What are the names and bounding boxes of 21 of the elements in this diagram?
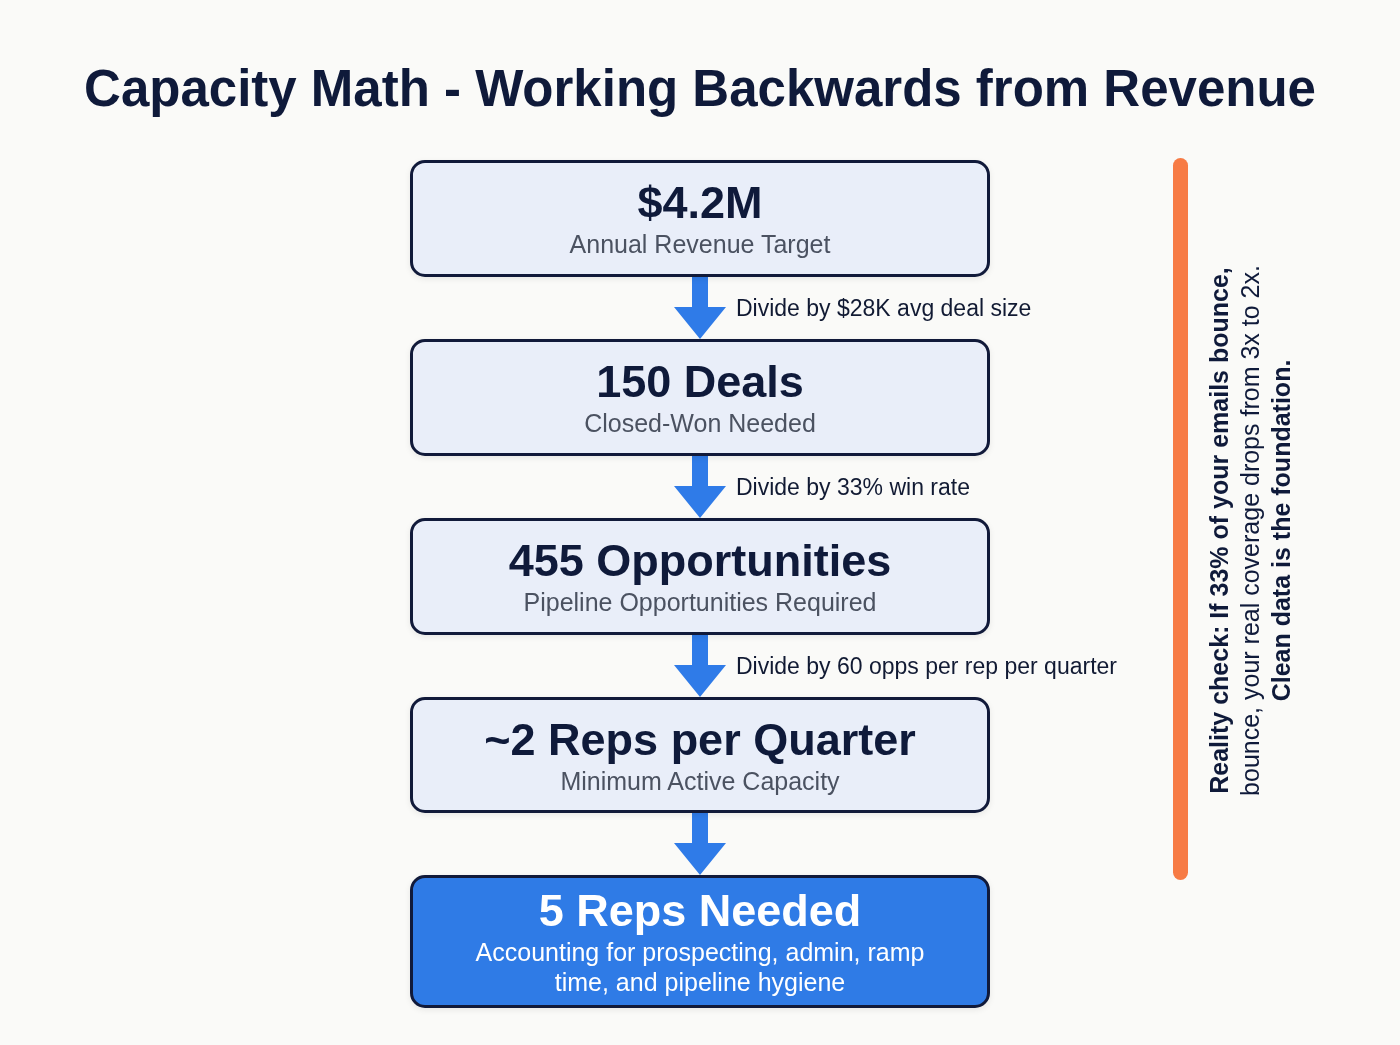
step-value: 150 Deals: [596, 357, 804, 407]
step-box: [410, 339, 990, 456]
step-description: Annual Revenue Target: [569, 229, 831, 259]
step-value: ~2 Reps per Quarter: [484, 714, 916, 765]
arrow: [674, 456, 726, 518]
step-value: 455 Opportunities: [508, 536, 892, 586]
result-box: [410, 875, 990, 1008]
step-description: Closed-Won Needed: [584, 408, 816, 438]
step-description: Pipeline Opportunities Required: [523, 587, 877, 617]
arrow: [674, 277, 726, 339]
arrow: [674, 635, 726, 697]
step-description: Minimum Active Capacity: [560, 765, 840, 796]
title: Capacity Math - Working Backwards from Revenue: [83, 59, 1317, 119]
step-value: 5 Reps Needed: [538, 886, 862, 936]
step-description: Accounting for prospecting, admin, ramp time, and pipeline hygiene: [474, 937, 926, 997]
step-box: [410, 697, 990, 813]
arrow: [674, 813, 726, 875]
step-box: [410, 160, 990, 277]
step-value: $4.2M: [637, 178, 763, 228]
step-box: [410, 518, 990, 635]
note-text: Reality check: If 33% of your emails bounce, bounce, your real coverage drops from 3x to 2x. Clean data is the foundation.: [1203, 264, 1296, 798]
